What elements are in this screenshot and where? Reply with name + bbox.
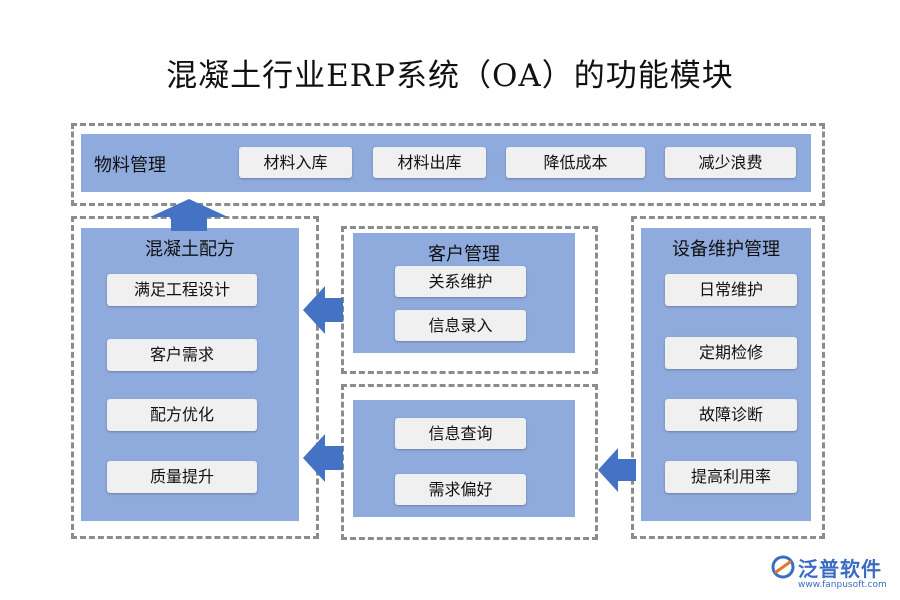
recipe-label: 混凝土配方 [145, 239, 235, 260]
brand-logo-icon [771, 555, 795, 579]
material-item: 减少浪费 [665, 147, 796, 178]
equipment-item: 定期检修 [665, 337, 797, 369]
diagram-title: 混凝土行业ERP系统（OA）的功能模块 [166, 58, 734, 94]
info-item: 需求偏好 [395, 474, 526, 505]
material-item: 降低成本 [506, 147, 645, 178]
brand-logo: 泛普软件 www.fanpusoft.com [770, 553, 895, 598]
info-item: 信息查询 [395, 418, 526, 449]
recipe-item: 配方优化 [107, 399, 257, 431]
brand-name: 泛普软件 [798, 557, 882, 581]
recipe-item: 客户需求 [107, 339, 257, 371]
customer-label: 客户管理 [428, 244, 500, 265]
recipe-item: 满足工程设计 [107, 274, 257, 306]
arrow-left-icon [303, 434, 343, 482]
arrow-left-icon [598, 448, 636, 492]
customer-item: 信息录入 [395, 310, 526, 341]
equipment-item: 日常维护 [665, 274, 797, 306]
equipment-item: 提高利用率 [665, 461, 797, 493]
material-item: 材料出库 [373, 147, 486, 178]
brand-url: www.fanpusoft.com [798, 580, 887, 590]
material-label: 物料管理 [94, 155, 166, 176]
equipment-item: 故障诊断 [665, 399, 797, 431]
arrow-left-icon [303, 286, 343, 334]
equipment-label: 设备维护管理 [672, 239, 780, 260]
arrow-up-icon [150, 199, 228, 231]
recipe-item: 质量提升 [107, 461, 257, 493]
customer-item: 关系维护 [395, 266, 526, 297]
material-item: 材料入库 [239, 147, 352, 178]
